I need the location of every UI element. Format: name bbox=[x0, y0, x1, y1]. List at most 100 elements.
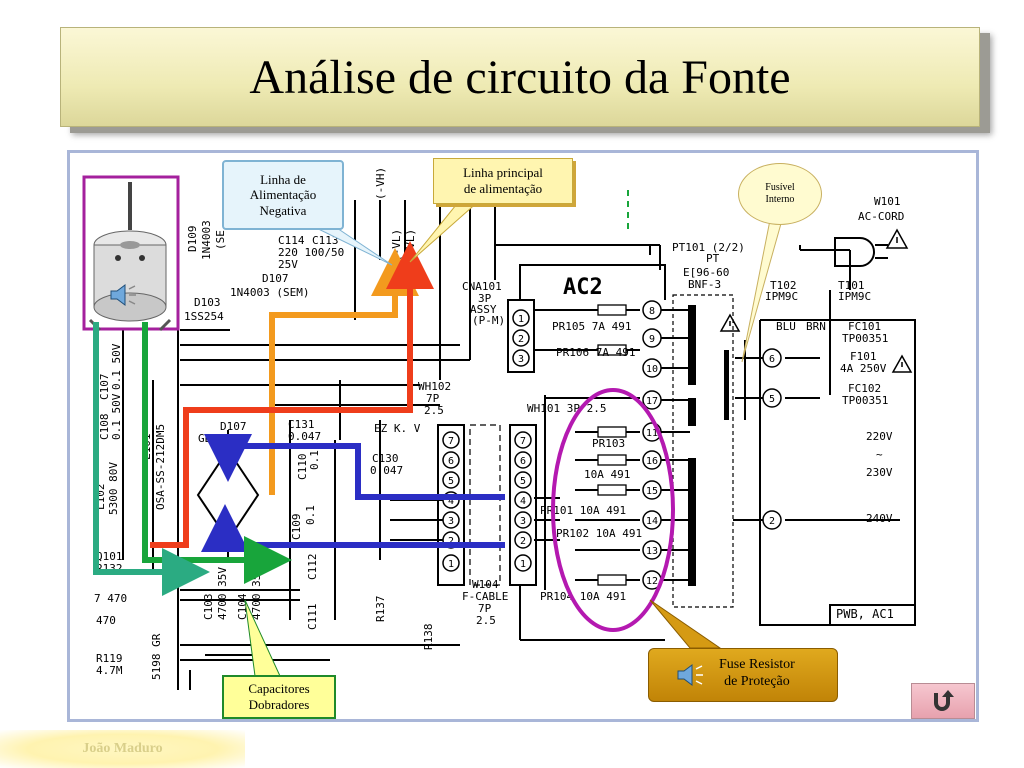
svg-text:12: 12 bbox=[646, 576, 658, 587]
svg-text:3: 3 bbox=[448, 516, 454, 527]
label-assy: ASSY bbox=[470, 303, 497, 316]
label-r47m: 4.7M bbox=[96, 664, 123, 677]
label-w104: W104 bbox=[472, 578, 499, 591]
label-c112: C112 bbox=[306, 554, 319, 581]
label-7p-b: 7P bbox=[478, 602, 492, 615]
label-pr101: PR101 10A 491 bbox=[540, 504, 626, 517]
label-wh101: WH101 3P 2.5 bbox=[527, 402, 606, 415]
label-c110v: 0.1 bbox=[308, 450, 321, 470]
callout-line: Dobradores bbox=[248, 697, 310, 712]
warning-icon bbox=[719, 228, 913, 373]
blue-path-lower bbox=[201, 504, 505, 552]
svg-text:13: 13 bbox=[646, 546, 658, 557]
label-tilde: ~ bbox=[876, 448, 883, 461]
label-cap-01-50: 0.1 50V bbox=[110, 343, 123, 390]
label-2-5: 2.5 bbox=[424, 404, 444, 417]
label-pt101: PT101 (2/2) bbox=[672, 241, 745, 254]
capacitors-callout: Capacitores Dobradores bbox=[222, 675, 336, 719]
label-r470a: 7 470 bbox=[94, 592, 127, 605]
label-c130v: 0.047 bbox=[370, 464, 403, 477]
label-10a: 10A 491 bbox=[584, 468, 630, 481]
label-d103: D103 bbox=[194, 296, 221, 309]
title-banner: Análise de circuito da Fonte bbox=[60, 27, 980, 127]
label-pr104: PR104 10A 491 bbox=[540, 590, 626, 603]
label-r119: R119 bbox=[96, 652, 123, 665]
label-vh: (-VH) bbox=[374, 167, 387, 200]
label-ezkv: EZ K. V bbox=[374, 422, 421, 435]
label-ac2: AC2 bbox=[563, 275, 603, 300]
svg-text:5: 5 bbox=[520, 476, 526, 487]
orange-path bbox=[269, 248, 419, 495]
label-pr102: PR102 10A 491 bbox=[556, 527, 642, 540]
speaker-icon[interactable] bbox=[675, 662, 705, 688]
label-r470b: 470 bbox=[96, 614, 116, 627]
label-r138: R138 bbox=[422, 624, 435, 651]
label-c103: C103 bbox=[202, 594, 215, 621]
negative-line-callout: Linha de Alimentação Negativa bbox=[222, 160, 344, 230]
circuit-wires bbox=[122, 190, 916, 690]
label-c131v: 0.047 bbox=[288, 430, 321, 443]
callout-line: Alimentação bbox=[249, 187, 317, 203]
label-2-5-b: 2.5 bbox=[476, 614, 496, 627]
green-path bbox=[142, 322, 292, 584]
label-tp00351a: TP00351 bbox=[842, 332, 888, 345]
label-fuse-rating: 4A 250V bbox=[840, 362, 887, 375]
label-c130: C130 bbox=[372, 452, 399, 465]
label-c107: C107 bbox=[98, 374, 111, 401]
label-v25: 25V bbox=[278, 258, 298, 271]
label-in4003b: 1N4003 (SEM) bbox=[230, 286, 309, 299]
label-ac-cord: AC-CORD bbox=[858, 210, 904, 223]
return-button[interactable] bbox=[911, 683, 975, 719]
callout-line: Interno bbox=[765, 194, 795, 205]
label-wh102: WH102 bbox=[418, 380, 451, 393]
label-vl-neg: (-VL) bbox=[390, 229, 403, 262]
svg-text:10: 10 bbox=[646, 364, 658, 375]
svg-text:2: 2 bbox=[769, 516, 775, 527]
label-d107b: D107 bbox=[220, 420, 247, 433]
label-d107a: D107 bbox=[262, 272, 289, 285]
label-fc102: FC102 bbox=[848, 382, 881, 395]
label-f101: F101 bbox=[850, 350, 877, 363]
svg-text:17: 17 bbox=[646, 396, 658, 407]
fuse-resistor-highlight bbox=[551, 388, 675, 632]
label-3p: 3P bbox=[478, 292, 492, 305]
label-c111: C111 bbox=[306, 604, 319, 631]
fuse-resistor-callout: Fuse Resistor de Proteção bbox=[648, 648, 838, 702]
label-pm: (P-M) bbox=[472, 314, 505, 327]
speaker-icon[interactable] bbox=[108, 282, 138, 308]
label-e196: E[96-60 bbox=[683, 266, 729, 279]
svg-text:7: 7 bbox=[520, 436, 526, 447]
label-w101: W101 bbox=[874, 195, 901, 208]
fuse-resistors bbox=[597, 304, 627, 586]
author-footer: João Maduro bbox=[0, 730, 245, 768]
return-arrow-icon bbox=[934, 690, 954, 711]
label-gbu: GBU4 bbox=[198, 432, 225, 445]
svg-text:8: 8 bbox=[649, 306, 655, 317]
svg-text:2: 2 bbox=[520, 536, 526, 547]
label-fc101: FC101 bbox=[848, 320, 881, 333]
svg-text:1: 1 bbox=[518, 314, 524, 325]
label-t101: T101 bbox=[838, 279, 865, 292]
label-c108: C108 bbox=[98, 414, 111, 441]
svg-text:9: 9 bbox=[649, 334, 655, 345]
red-path bbox=[150, 241, 434, 548]
label-r137: R137 bbox=[374, 596, 387, 623]
callout-line: Fusível bbox=[765, 182, 795, 193]
label-t102: T102 bbox=[770, 279, 797, 292]
label-c109v: 0.1 bbox=[304, 505, 317, 525]
label-220v: 220V bbox=[866, 430, 893, 443]
label-ipm9c-a: IPM9C bbox=[765, 290, 798, 303]
label-pwb: PWB, AC1 bbox=[836, 607, 894, 621]
svg-text:7: 7 bbox=[448, 436, 454, 447]
label-cap-220: 220 100/50 bbox=[278, 246, 344, 259]
label-fcable: F-CABLE bbox=[462, 590, 508, 603]
label-q101: Q101 bbox=[96, 550, 123, 563]
callout-line: de Proteção bbox=[724, 673, 790, 689]
svg-text:11: 11 bbox=[646, 428, 658, 439]
label-cap-470-35: 4700 35V bbox=[216, 567, 229, 620]
svg-text:1: 1 bbox=[448, 559, 454, 570]
label-pr106: PR106 7A 491 bbox=[556, 346, 635, 359]
label-pr105: PR105 7A 491 bbox=[552, 320, 631, 333]
label-sem1: (SE bbox=[214, 230, 227, 250]
